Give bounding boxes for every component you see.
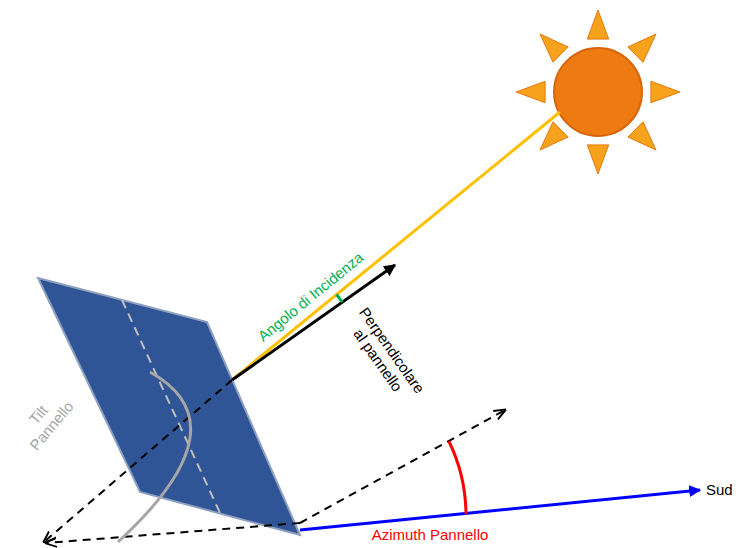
sun-ray-triangle — [651, 81, 680, 102]
horizontal-reference — [46, 523, 300, 543]
sun-symbol — [516, 10, 680, 174]
solar-panel — [38, 278, 300, 535]
normal-label: Perpendicolare al pannello — [338, 298, 432, 411]
sun-disc — [554, 48, 642, 136]
incidence-arc — [337, 295, 343, 303]
azimuth-label: Azimuth Pannello — [372, 526, 489, 543]
sun-ray — [232, 112, 560, 380]
tilt-arc — [118, 372, 191, 542]
sun-ray-triangle — [516, 81, 545, 102]
sun-ray-triangle — [587, 145, 608, 174]
tilt-label: Tilt Pannello — [9, 381, 82, 458]
direction-label: Sud — [706, 481, 733, 498]
sun-ray-triangle — [628, 122, 656, 150]
sun-ray-triangle — [587, 10, 608, 39]
south-arrow — [300, 490, 700, 530]
panel-azimuth-direction — [300, 410, 505, 523]
azimuth-arc — [449, 441, 466, 514]
sun-ray-triangle — [540, 34, 568, 62]
sun-ray-triangle — [628, 34, 656, 62]
